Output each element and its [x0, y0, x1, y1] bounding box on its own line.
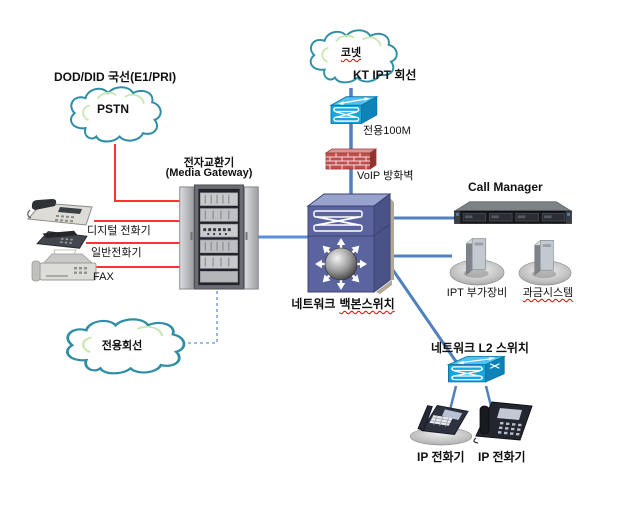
analog-phone	[32, 227, 92, 256]
media-gateway-label-1: 전자교환기	[183, 157, 235, 169]
ip-phone-icon	[473, 401, 533, 444]
leased-line-label: 전용회선	[101, 340, 143, 352]
ip-phone-left	[406, 394, 478, 451]
digital-phone-label: 디지털 전화기	[87, 225, 151, 237]
line-backbone-to-l2switch	[382, 256, 459, 364]
call-manager-server	[447, 197, 579, 234]
ipt-addon-device	[447, 231, 507, 292]
line-pstn-to-gateway	[114, 144, 181, 202]
line-gateway-to-leased-line	[187, 291, 218, 344]
ip-phone-right	[468, 394, 538, 449]
pstn-trunk-label: DOD/DID 국선(E1/PRI)	[54, 70, 177, 84]
ipt-addon-label: IPT 부가장비	[446, 287, 508, 299]
media-gateway-label-2: (Media Gateway)	[165, 167, 253, 179]
fax-icon	[31, 249, 97, 282]
kornet-cloud: 코넷	[303, 22, 399, 90]
cloud-icon	[66, 318, 186, 375]
l2-switch	[437, 352, 511, 395]
leased-line-cloud: 전용회선	[57, 317, 187, 375]
cloud-icon	[309, 29, 398, 84]
media-gateway-rack	[177, 183, 261, 296]
cloud-icon	[70, 86, 162, 143]
l2-switch-label: 네트워크 L2 스위치	[431, 341, 529, 355]
kornet-label: 코넷	[340, 47, 362, 59]
firewall-icon	[324, 148, 378, 170]
pstn-cloud: PSTN	[63, 82, 163, 146]
analog-phone-icon	[36, 230, 88, 249]
ip-phone-right-label: IP 전화기	[478, 450, 526, 464]
dedicated-line-switch	[321, 92, 383, 137]
server-icon	[453, 201, 573, 224]
fax-label: FAX	[93, 271, 114, 283]
fax-machine	[30, 248, 100, 289]
digital-phone	[26, 197, 98, 232]
appliance-icon	[449, 238, 505, 286]
billing-system-device	[516, 233, 574, 292]
pstn-label: PSTN	[96, 102, 129, 116]
switch-icon	[329, 95, 379, 125]
ip-phone-icon	[409, 405, 473, 446]
backbone-switch-icon	[306, 193, 394, 294]
switch-icon	[446, 355, 507, 383]
ip-phone-left-label: IP 전화기	[417, 450, 465, 464]
voip-firewall	[322, 147, 378, 178]
line-l2-to-ipphone-left	[448, 385, 458, 411]
digital-phone-icon	[26, 199, 93, 226]
voip-firewall-label: VoIP 방화벽	[357, 170, 414, 182]
kt-ipt-line-label: KT IPT 회선	[353, 68, 417, 82]
dedicated-line-label: 전용100M	[363, 125, 411, 137]
billing-system-label: 과금시스템	[522, 287, 574, 299]
call-manager-label: Call Manager	[468, 180, 543, 194]
backbone-switch	[302, 192, 394, 299]
appliance-icon	[518, 239, 572, 286]
rack-icon	[179, 184, 259, 290]
analog-phone-label: 일반전화기	[91, 247, 142, 259]
